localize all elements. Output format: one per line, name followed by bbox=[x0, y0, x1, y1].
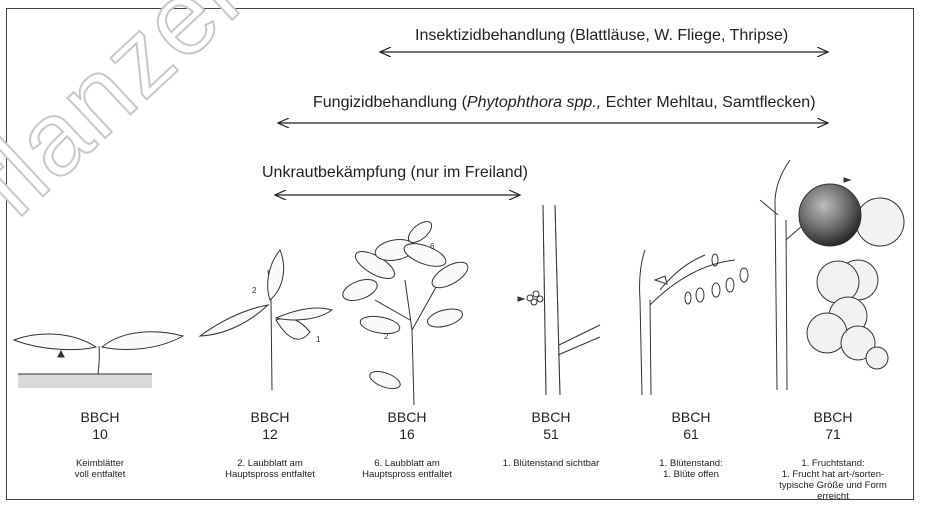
herbicide-label: Unkrautbekämpfung (nur im Freiland) bbox=[262, 164, 528, 182]
desc-line: 1. Frucht hat art-/sorten- bbox=[763, 469, 903, 480]
fungicide-label-post: Echter Mehltau, Samtflecken) bbox=[601, 94, 815, 111]
stage-bbch-label: BBCH bbox=[763, 409, 903, 426]
stage-code: 51 bbox=[481, 426, 621, 443]
stage-bbch-label: BBCH bbox=[621, 409, 761, 426]
stage-bbch61: BBCH 61 1. Blütenstand:1. Blüte offen bbox=[621, 409, 761, 480]
desc-line: voll entfaltet bbox=[30, 469, 170, 480]
stage-code: 16 bbox=[337, 426, 477, 443]
desc-line: 1. Blütenstand: bbox=[621, 458, 761, 469]
plant-bbch16-drawing bbox=[340, 218, 472, 405]
desc-line: typische Größe und Form bbox=[763, 480, 903, 491]
stage-code: 61 bbox=[621, 426, 761, 443]
stage-description: 1. Blütenstand:1. Blüte offen bbox=[621, 458, 761, 480]
stage-code: 71 bbox=[763, 426, 903, 443]
fungicide-label: Fungizidbehandlung (Phytophthora spp., E… bbox=[313, 94, 816, 112]
fruit-bbch71-drawing bbox=[760, 160, 904, 390]
marker-2-bbch12: 2 bbox=[252, 286, 257, 295]
desc-line: Keimblätter bbox=[30, 458, 170, 469]
desc-line: 1. Fruchtstand: bbox=[763, 458, 903, 469]
desc-line: Hauptspross entfaltet bbox=[337, 469, 477, 480]
stem-bbch51-drawing bbox=[518, 205, 600, 395]
marker-2-bbch16: 2 bbox=[384, 332, 389, 341]
marker-6-bbch16: 6 bbox=[430, 242, 435, 251]
fungicide-label-pre: Fungizidbehandlung ( bbox=[313, 94, 467, 111]
stage-bbch-label: BBCH bbox=[200, 409, 340, 426]
desc-line: 1. Blütenstand sichtbar bbox=[481, 458, 621, 469]
insecticide-label: Insektizidbehandlung (Blattläuse, W. Fli… bbox=[415, 27, 788, 45]
plant-bbch12-drawing bbox=[200, 250, 332, 390]
stage-code: 12 bbox=[200, 426, 340, 443]
marker-1-bbch12: 1 bbox=[316, 335, 321, 344]
desc-line: 6. Laubblatt am bbox=[337, 458, 477, 469]
fungicide-label-italic: Phytophthora spp., bbox=[467, 94, 601, 111]
desc-line: 2. Laubblatt am bbox=[200, 458, 340, 469]
seedling-bbch10-drawing bbox=[14, 332, 183, 388]
stage-bbch-label: BBCH bbox=[30, 409, 170, 426]
desc-line: Hauptspross entfaltet bbox=[200, 469, 340, 480]
stage-bbch71: BBCH 71 1. Fruchtstand:1. Frucht hat art… bbox=[763, 409, 903, 502]
stem-bbch61-drawing bbox=[640, 250, 748, 395]
desc-line: erreicht bbox=[763, 491, 903, 502]
stage-description: 1. Blütenstand sichtbar bbox=[481, 458, 621, 469]
stage-bbch51: BBCH 51 1. Blütenstand sichtbar bbox=[481, 409, 621, 469]
stage-code: 10 bbox=[30, 426, 170, 443]
stage-bbch-label: BBCH bbox=[337, 409, 477, 426]
desc-line: 1. Blüte offen bbox=[621, 469, 761, 480]
stage-bbch-label: BBCH bbox=[481, 409, 621, 426]
stage-description: 1. Fruchtstand:1. Frucht hat art-/sorten… bbox=[763, 458, 903, 502]
